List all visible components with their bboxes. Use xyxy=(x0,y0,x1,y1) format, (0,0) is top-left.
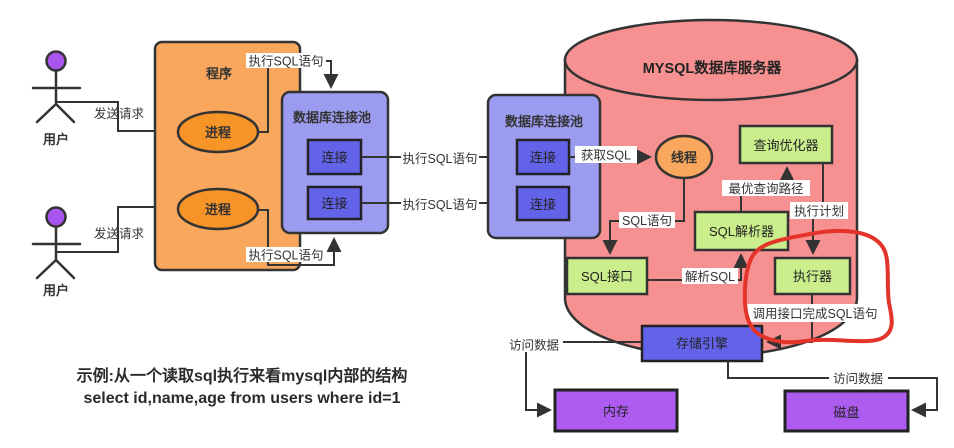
user-1-head-icon xyxy=(45,50,67,72)
pool-1-connection-2-label: 连接 xyxy=(321,196,347,211)
connection-pool-2-title: 数据库连接池 xyxy=(505,114,583,129)
execute-sql-label-3: 执行SQL语句 xyxy=(402,152,477,166)
parse-sql-label-bg xyxy=(682,268,738,284)
note-line-2: select id,name,age from users where id=1 xyxy=(83,390,400,407)
send-request-label-2: 发送请求 xyxy=(94,226,145,241)
execute-sql-label-2: 执行SQL语句 xyxy=(248,249,323,263)
execute-sql-label-4: 执行SQL语句 xyxy=(402,198,477,212)
access-data-label-2-bg xyxy=(829,370,888,386)
pool-2-connection-2-label: 连接 xyxy=(530,197,556,212)
connection-pool-1-title: 数据库连接池 xyxy=(293,110,371,125)
access-disk-arrow xyxy=(727,361,938,418)
executor-box xyxy=(773,256,852,296)
execute-sql-label-1-bg xyxy=(246,53,326,68)
pool-1-connection-1-label: 连接 xyxy=(321,150,347,165)
query-optimizer-box xyxy=(738,124,834,165)
get-sql-label-bg xyxy=(575,146,637,163)
red-highlight-circle xyxy=(742,228,894,345)
disk-box xyxy=(783,389,910,433)
process-1-label: 进程 xyxy=(205,125,231,140)
access-data-label-1: 访问数据 xyxy=(509,338,559,353)
user-1-request-arrow xyxy=(57,101,177,139)
user-2-head-icon xyxy=(45,206,67,228)
pool-2-connection-1-label: 连接 xyxy=(530,150,556,165)
storage-engine-box xyxy=(640,324,764,363)
access-memory-arrow xyxy=(525,352,552,418)
pool-2-connection-2-box xyxy=(515,185,571,222)
query-optimizer-label: 查询优化器 xyxy=(753,138,818,153)
execution-plan-label: 执行计划 xyxy=(794,205,844,219)
note-line-1: 示例:从一个读取sql执行来看mysql内部的结构 xyxy=(77,366,408,385)
execution-plan-label-bg xyxy=(790,202,848,219)
mysql-server-title: MYSQL数据库服务器 xyxy=(643,59,782,77)
optimal-path-label: 最优查询路径 xyxy=(728,181,803,196)
execute-sql-label-2-bg xyxy=(246,247,326,262)
user-2-request-arrow xyxy=(57,199,177,253)
memory-label: 内存 xyxy=(603,404,629,419)
user-1-label: 用户 xyxy=(42,132,69,147)
execute-sql-label-3-bg xyxy=(401,151,479,166)
pool-2-connection-1-box xyxy=(515,138,571,176)
program-title: 程序 xyxy=(206,66,232,81)
disk-label: 磁盘 xyxy=(833,405,859,420)
storage-engine-label: 存储引擎 xyxy=(676,336,728,351)
pool-1-connection-2-box xyxy=(306,185,363,221)
optimal-path-label-bg xyxy=(722,180,810,196)
process-2-label: 进程 xyxy=(205,202,231,217)
call-interface-label: 调用接口完成SQL语句 xyxy=(752,306,877,321)
sql-interface-box xyxy=(565,256,649,296)
memory-box xyxy=(553,388,679,433)
execute-sql-label-1: 执行SQL语句 xyxy=(248,55,323,69)
sql-statement-label-bg xyxy=(619,212,675,228)
send-request-label-1: 发送请求 xyxy=(94,106,145,121)
user-2-body-icon xyxy=(31,225,82,280)
access-data-label-2: 访问数据 xyxy=(833,371,883,386)
user-1-body-icon xyxy=(31,69,82,124)
user-2-label: 用户 xyxy=(42,283,69,298)
sql-parser-label: SQL解析器 xyxy=(709,224,774,239)
user-1-figure: 用户 xyxy=(31,50,82,147)
sql-statement-label: SQL语句 xyxy=(622,214,672,228)
parse-sql-label: 解析SQL xyxy=(685,270,735,284)
get-sql-label: 获取SQL xyxy=(581,149,631,163)
parse-sql-arrow xyxy=(647,253,749,281)
sql-interface-label: SQL接口 xyxy=(581,269,633,284)
call-interface-label-bg xyxy=(747,304,883,322)
access-data-label-1-bg xyxy=(506,336,563,353)
user-2-figure: 用户 xyxy=(31,206,82,298)
thread-label: 线程 xyxy=(671,150,697,165)
executor-label: 执行器 xyxy=(793,269,832,284)
execute-sql-label-4-bg xyxy=(401,197,479,212)
process-2-execute-sql-arrow xyxy=(258,209,342,266)
mysql-cylinder-top xyxy=(563,18,859,102)
